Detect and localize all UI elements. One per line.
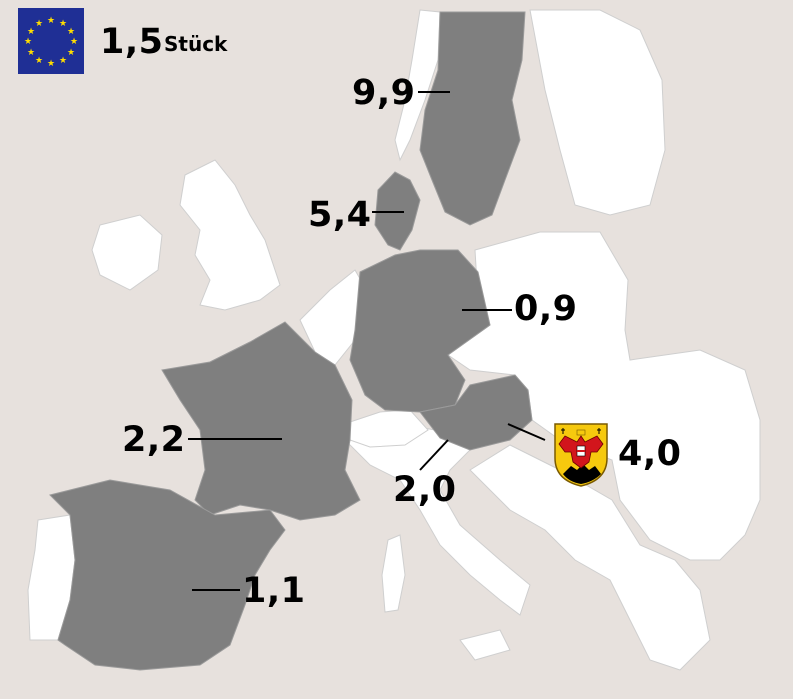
svg-text:★: ★ bbox=[47, 16, 55, 26]
country-france bbox=[161, 321, 361, 521]
leader-burgenland bbox=[507, 423, 546, 441]
svg-text:★: ★ bbox=[24, 37, 32, 47]
svg-text:★: ★ bbox=[27, 27, 35, 37]
label-poland: 0,9 bbox=[514, 289, 578, 329]
country-germany bbox=[349, 249, 491, 413]
label-france: 2,2 bbox=[122, 420, 186, 460]
country-austria bbox=[419, 374, 533, 451]
land-eastern-europe bbox=[447, 231, 761, 561]
svg-text:★: ★ bbox=[67, 27, 75, 37]
svg-text:★: ★ bbox=[59, 56, 67, 66]
svg-text:★: ★ bbox=[67, 48, 75, 58]
eu-flag-icon: ★ ★ ★ ★ ★ ★ ★ ★ ★ ★ ★ ★ bbox=[18, 8, 84, 74]
other-land bbox=[27, 9, 761, 671]
label-spain: 1,1 bbox=[242, 571, 306, 611]
label-burgenland: 4,0 bbox=[618, 434, 682, 474]
legend-value: 1,5 bbox=[100, 22, 164, 62]
svg-text:★: ★ bbox=[47, 59, 55, 69]
land-switzerland bbox=[349, 409, 429, 448]
leader-italy bbox=[419, 439, 449, 471]
land-sicily bbox=[459, 629, 511, 661]
label-italy: 2,0 bbox=[393, 470, 457, 510]
land-ireland bbox=[91, 214, 163, 291]
leader-lines bbox=[188, 91, 546, 591]
land-great-britain bbox=[179, 159, 281, 311]
country-sweden bbox=[419, 11, 526, 226]
land-finland bbox=[529, 9, 666, 216]
svg-text:★: ★ bbox=[35, 56, 43, 66]
highlighted-countries bbox=[49, 11, 533, 671]
svg-text:★: ★ bbox=[70, 37, 78, 47]
svg-text:★: ★ bbox=[35, 19, 43, 29]
country-spain bbox=[49, 479, 286, 671]
legend-unit: Stück bbox=[164, 32, 228, 56]
svg-text:★: ★ bbox=[27, 48, 35, 58]
land-italy bbox=[344, 419, 531, 616]
label-denmark: 5,4 bbox=[308, 195, 372, 235]
land-sardinia bbox=[381, 534, 406, 613]
land-balkans bbox=[469, 444, 711, 671]
label-sweden: 9,9 bbox=[352, 73, 416, 113]
burgenland-coat-of-arms-icon bbox=[554, 423, 608, 487]
svg-text:★: ★ bbox=[59, 19, 67, 29]
